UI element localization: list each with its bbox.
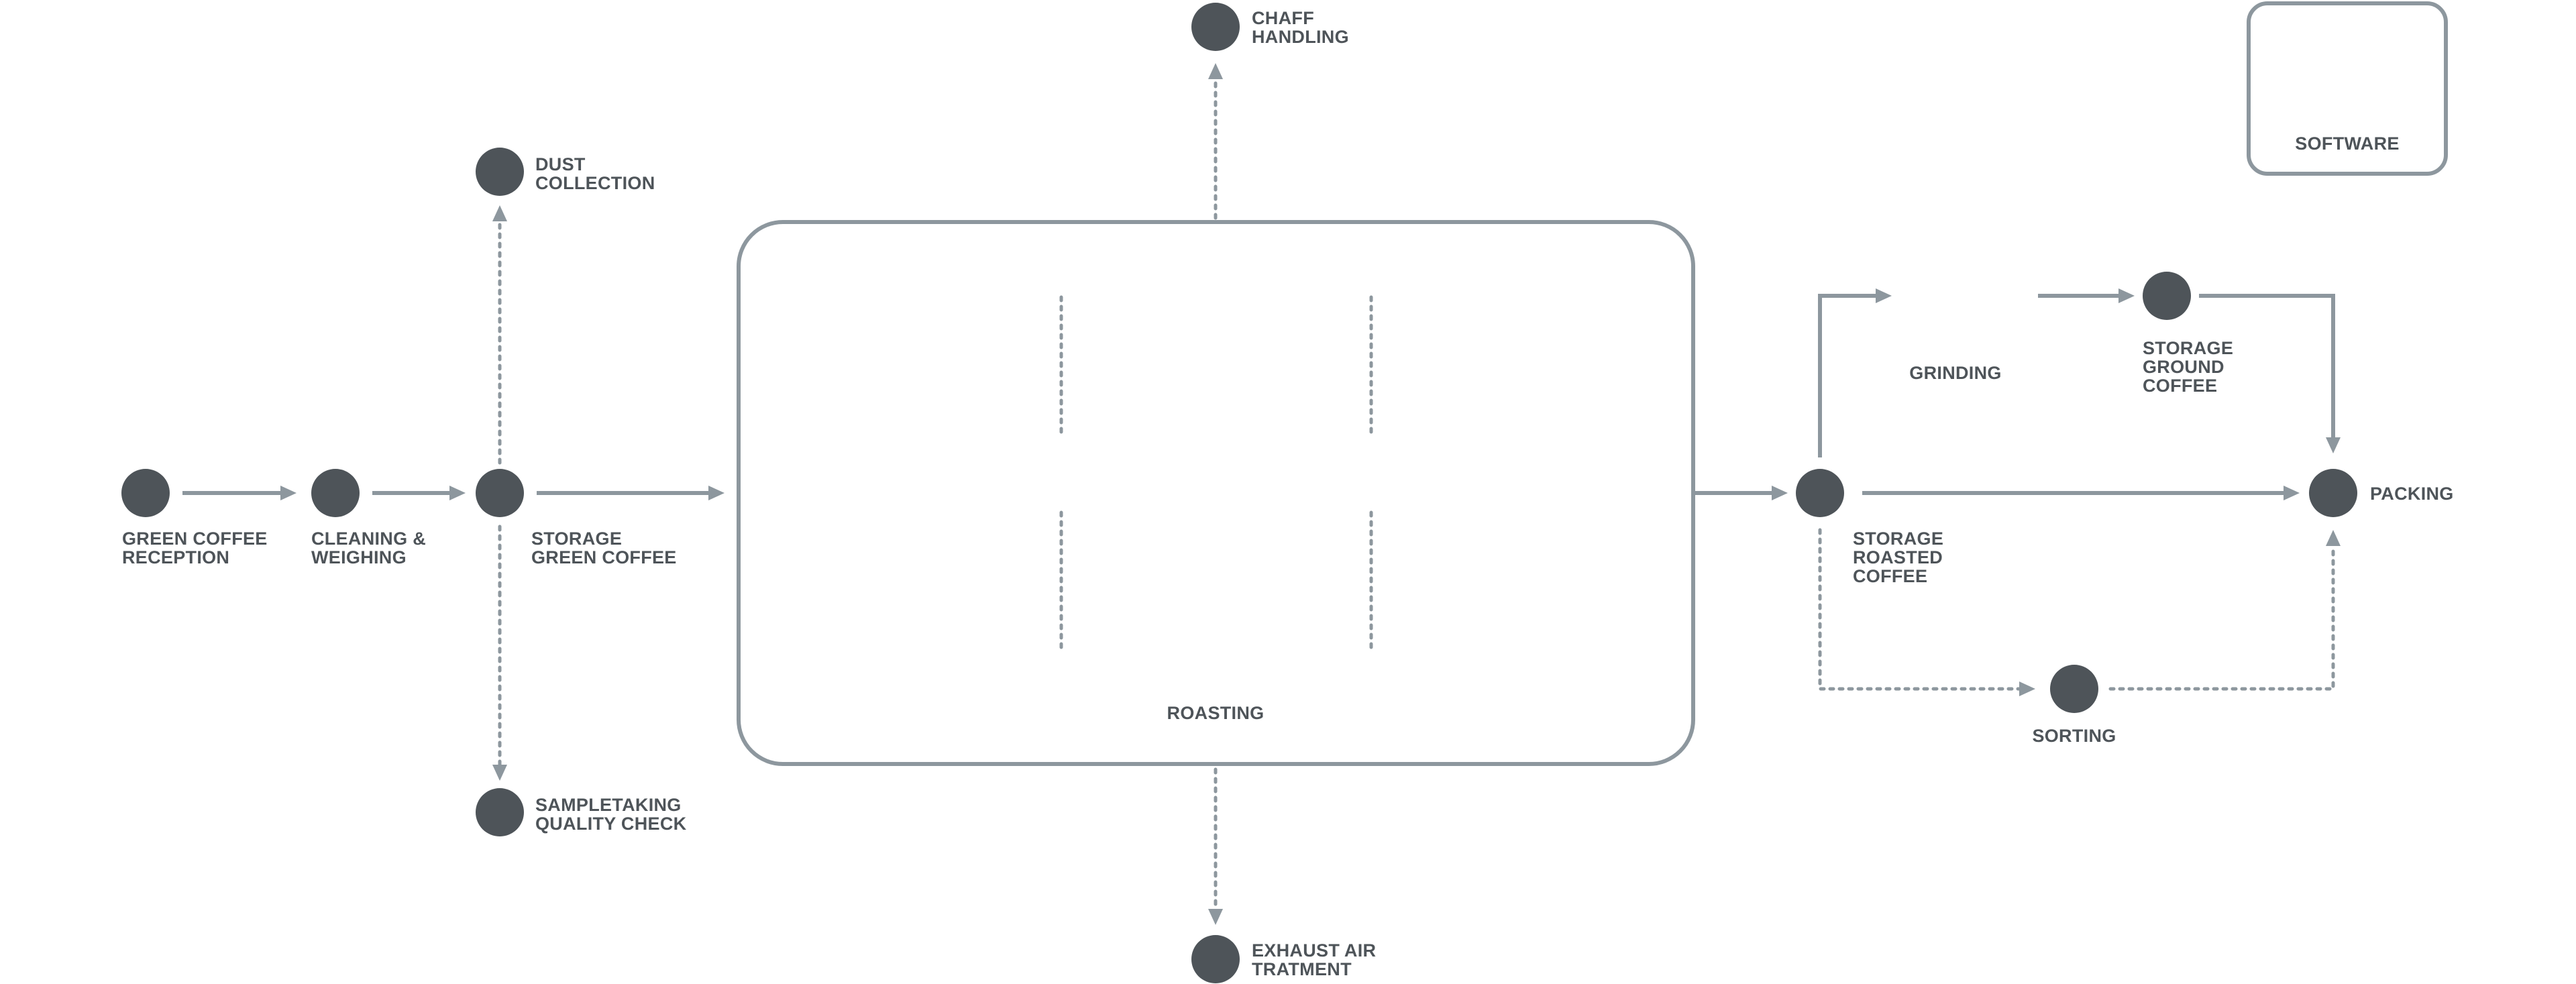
arrowhead (1208, 63, 1223, 79)
node-storage-ground-coffee (2143, 272, 2191, 320)
flow-sorting-to-packing (2108, 544, 2335, 691)
label-grinding: GRINDING (1909, 363, 2002, 383)
arrowhead (2019, 681, 2035, 696)
node-chaff-handling (1191, 3, 1240, 51)
roasting-inner-dividers (1059, 295, 1373, 651)
node-sorting (2050, 665, 2098, 713)
arrowhead (2326, 530, 2341, 546)
flow-lines (182, 288, 2341, 500)
label-software: SOFTWARE (2295, 133, 2400, 154)
arrowhead (492, 765, 507, 781)
flow-storage-roasted-to-grinding (1818, 294, 1876, 457)
node-cleaning-weighing (311, 469, 360, 517)
arrowhead (280, 486, 297, 500)
node-packing (2309, 469, 2357, 517)
arrowhead (449, 486, 466, 500)
label-roasting: ROASTING (1167, 703, 1265, 723)
label-dust-collection: DUST COLLECTION (535, 154, 655, 193)
label-exhaust-air-treatment: EXHAUST AIR TRATMENT (1252, 940, 1377, 979)
node-dust-collection (476, 148, 524, 196)
label-sampletaking-quality-check: SAMPLETAKING QUALITY CHECK (535, 795, 687, 834)
arrowhead (1876, 288, 1892, 303)
label-storage-roasted-coffee: STORAGE ROASTED COFFEE (1853, 529, 1944, 586)
software-box (2247, 1, 2448, 176)
arrowhead (2118, 288, 2135, 303)
nodes (121, 3, 2357, 983)
roasting-box (737, 220, 1695, 766)
label-cleaning-weighing: CLEANING & WEIGHING (311, 529, 426, 567)
label-storage-green-coffee: STORAGE GREEN COFFEE (531, 529, 677, 567)
node-storage-roasted-coffee (1796, 469, 1844, 517)
arrowhead (1208, 909, 1223, 925)
arrowhead (708, 486, 724, 500)
label-green-coffee-reception: GREEN COFFEE RECEPTION (122, 529, 268, 567)
node-green-coffee-reception (121, 469, 170, 517)
arrowhead (2326, 437, 2341, 453)
label-sorting: SORTING (2032, 726, 2116, 746)
arrowhead (2284, 486, 2300, 500)
dotted-flows (492, 63, 2341, 925)
arrowhead (1772, 486, 1788, 500)
label-chaff-handling: CHAFF HANDLING (1252, 8, 1349, 47)
flow-storage-roasted-to-sorting (1818, 528, 2021, 691)
node-storage-green-coffee (476, 469, 524, 517)
node-exhaust-air (1191, 935, 1240, 983)
label-packing: PACKING (2370, 484, 2454, 504)
arrowhead (492, 205, 507, 221)
label-storage-ground-coffee: STORAGE GROUND COFFEE (2143, 338, 2234, 396)
flow-storage-ground-to-packing (2199, 294, 2335, 437)
node-sampletaking (476, 788, 524, 836)
